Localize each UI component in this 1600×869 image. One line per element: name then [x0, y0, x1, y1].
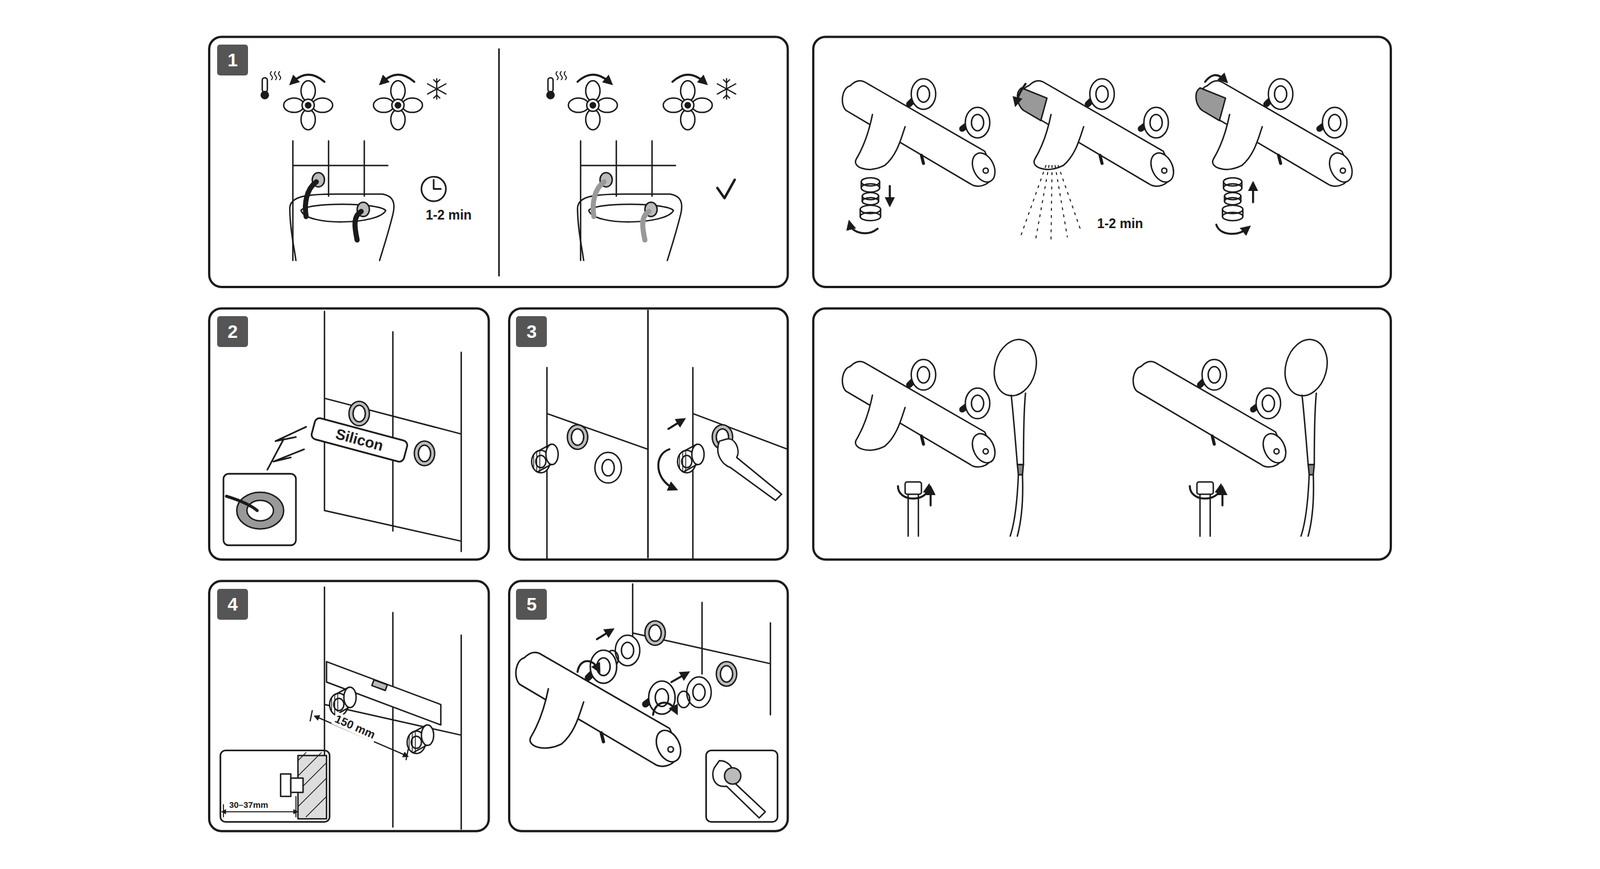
silicone-step [223, 311, 462, 552]
step-label: 5 [526, 593, 537, 615]
step-number: 3 [516, 316, 547, 347]
filter-cleaning [842, 74, 1357, 239]
step-label: 1 [227, 49, 238, 71]
step-label: 3 [526, 321, 537, 343]
step-number: 1 [217, 44, 248, 76]
annotation-label: 150 mm [330, 711, 379, 743]
hose-connection [842, 334, 1334, 536]
step-number: 4 [217, 588, 248, 620]
mounting-step [516, 584, 778, 822]
step1-flush [261, 71, 736, 260]
step-number: 2 [217, 316, 248, 347]
annotation-label: 30–37mm [227, 799, 270, 810]
annotation-label: 1-2 min [1095, 216, 1146, 232]
annotation-label: 1-2 min [424, 207, 474, 223]
alignment-step [220, 586, 462, 829]
fitting-step [531, 367, 788, 560]
step-label: 2 [227, 321, 238, 343]
tube-label: Silicon [333, 425, 385, 455]
step-number: 5 [516, 588, 547, 620]
step-label: 4 [227, 593, 238, 615]
panel-frames [209, 36, 1391, 831]
